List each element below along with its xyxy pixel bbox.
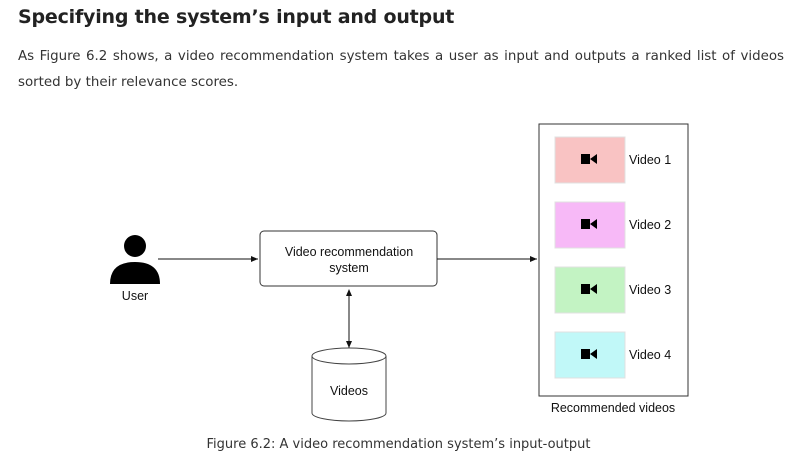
video-item: Video 3	[554, 266, 671, 314]
user-icon	[110, 235, 160, 284]
video-camera-icon	[581, 154, 597, 164]
database-icon	[311, 347, 387, 422]
system-label-line1: Video recommendation	[285, 245, 413, 259]
video-label: Video 2	[629, 218, 671, 232]
user-label: User	[122, 289, 148, 303]
figure-caption: Figure 6.2: A video recommendation syste…	[206, 437, 591, 452]
video-label: Video 1	[629, 153, 671, 167]
section-heading: Specifying the system’s input and output	[18, 6, 455, 28]
video-camera-icon	[581, 349, 597, 359]
video-camera-icon	[581, 219, 597, 229]
system-label-line2: system	[329, 261, 369, 275]
video-label: Video 4	[629, 348, 671, 362]
database-label: Videos	[330, 384, 368, 398]
video-camera-icon	[581, 284, 597, 294]
output-label: Recommended videos	[551, 401, 675, 415]
intro-paragraph: As Figure 6.2 shows, a video recommendat…	[18, 49, 784, 90]
video-item: Video 2	[554, 201, 671, 249]
video-label: Video 3	[629, 283, 671, 297]
video-item: Video 4	[554, 331, 671, 379]
video-item: Video 1	[554, 136, 671, 184]
